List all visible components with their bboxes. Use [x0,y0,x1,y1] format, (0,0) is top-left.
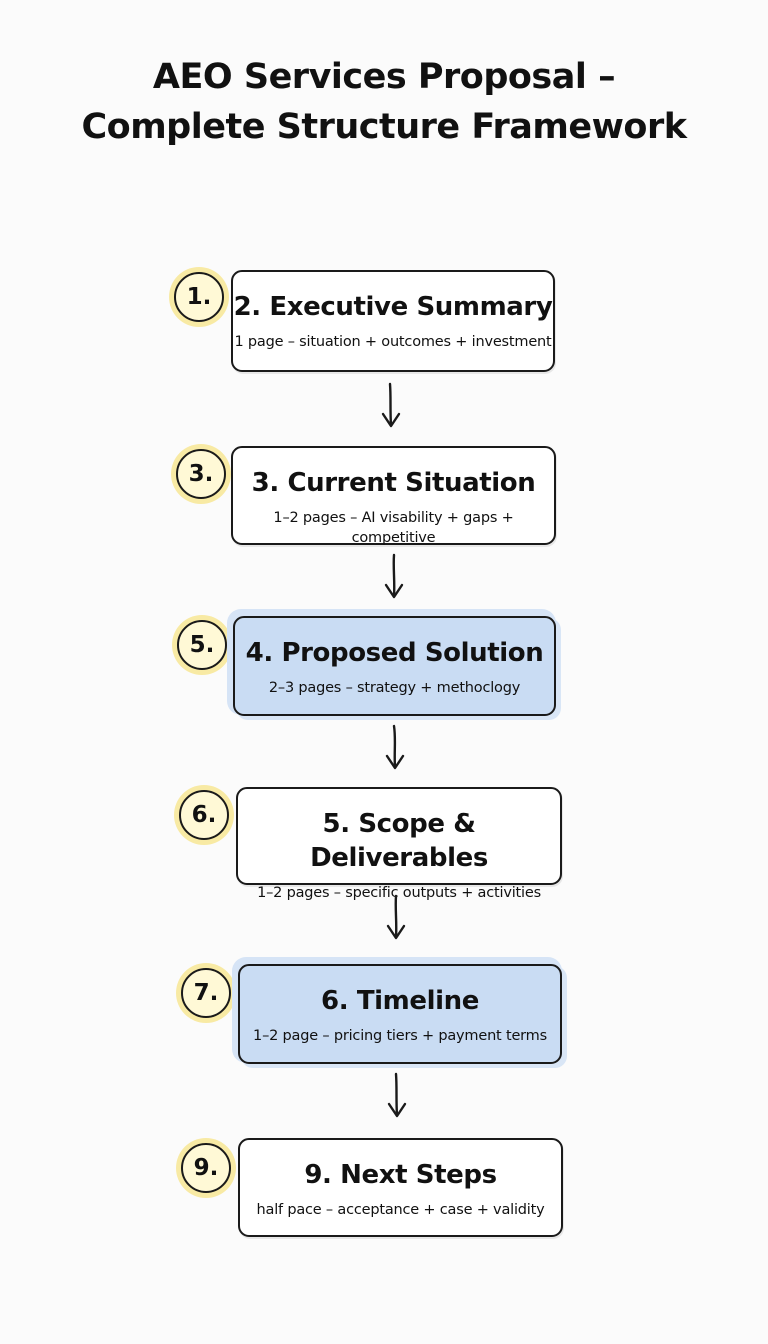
step-number-badge: 1. [174,272,224,322]
title-line-1: AEO Services Proposal – [152,57,616,97]
step-detail: 2–3 pages – strategy + methoclogy [268,680,521,696]
step-box-executive-summary: 2. Executive Summary 1 page – situation … [231,270,555,372]
step-box-current-situation: 3. Current Situation 1–2 pages – AI visa… [231,446,556,546]
down-arrow-icon [381,382,401,428]
step-heading: 2. Executive Summary [233,292,553,322]
step-heading: 9. Next Steps [304,1160,497,1190]
step-heading: 6. Timeline [321,986,479,1016]
step-detail: 1–2 pages – specific outputs + activitie… [257,885,541,901]
step-box-timeline: 6. Timeline 1–2 page – pricing tiers + p… [238,964,562,1064]
step-heading: 5. Scope & Deliverables [310,809,488,873]
step-heading: 3. Current Situation [251,468,536,498]
step-number-badge: 3. [176,449,226,499]
down-arrow-icon [386,894,406,940]
step-number-badge: 9. [181,1143,231,1193]
title-line-2: Complete Structure Framework [81,107,687,147]
step-heading: 4. Proposed Solution [245,638,544,668]
down-arrow-icon [387,1072,407,1118]
step-detail: 1–2 pages – AI visability + gaps + compe… [273,510,514,546]
step-number-badge: 7. [181,968,231,1018]
down-arrow-icon [384,553,404,599]
page-title: AEO Services Proposal – Complete Structu… [0,52,768,152]
step-number-badge: 5. [177,620,227,670]
step-number-badge: 6. [179,790,229,840]
step-box-scope-deliverables: 5. Scope & Deliverables 1–2 pages – spec… [236,787,562,901]
down-arrow-icon [385,724,405,770]
step-detail: half pace – acceptance + case + validity [256,1202,545,1218]
step-detail: 1–2 page – pricing tiers + payment terms [253,1028,547,1044]
step-detail: 1 page – situation + outcomes + investme… [234,334,552,350]
step-box-next-steps: 9. Next Steps half pace – acceptance + c… [238,1138,563,1237]
step-box-proposed-solution: 4. Proposed Solution 2–3 pages – strateg… [233,616,556,716]
